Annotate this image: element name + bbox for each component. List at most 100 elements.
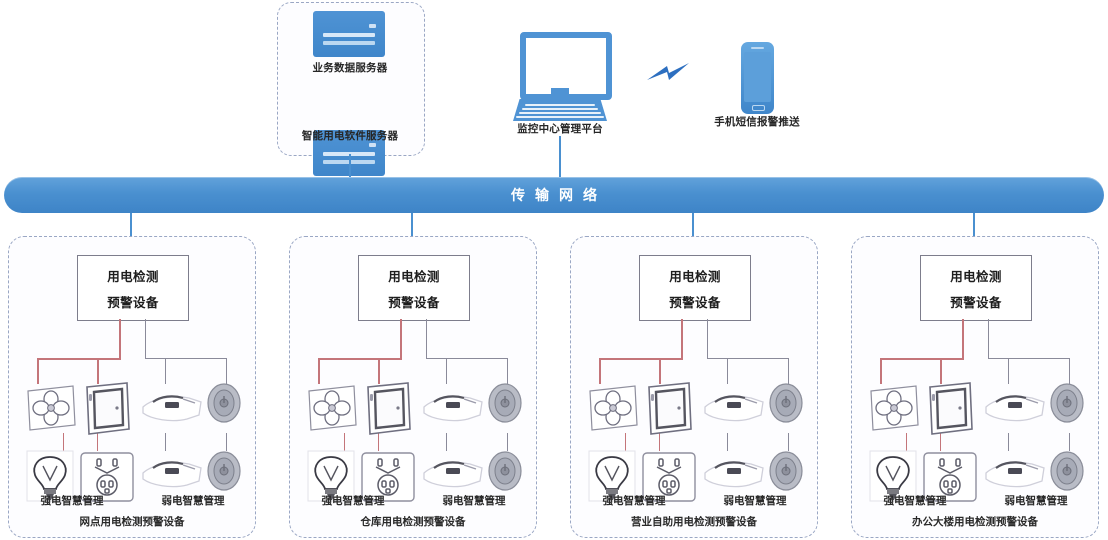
device-box-line-2: 预警设备 bbox=[950, 294, 1002, 310]
device-box-line-2: 预警设备 bbox=[388, 294, 440, 310]
fan-icon bbox=[304, 383, 360, 435]
camera-icon bbox=[982, 455, 1048, 495]
strong-electric-rail bbox=[318, 358, 402, 360]
sensor-icon bbox=[767, 381, 805, 425]
strong-electric-row-link-1 bbox=[906, 433, 908, 451]
sms-alarm-push-label: 手机短信报警推送 bbox=[714, 116, 800, 128]
strong-electric-branch-2 bbox=[659, 358, 661, 384]
sensor-icon bbox=[1048, 449, 1086, 493]
weak-electric-rail bbox=[707, 358, 789, 360]
strong-electric-row-link-2 bbox=[940, 433, 942, 451]
fan-icon bbox=[866, 383, 922, 435]
door-panel-icon bbox=[643, 381, 695, 437]
server-icon bbox=[313, 11, 385, 57]
weak-electric-row-link-2 bbox=[507, 433, 509, 451]
site-name-label: 营业自助用电检测预警设备 bbox=[631, 516, 757, 528]
sensor-icon bbox=[486, 449, 524, 493]
power-detection-device-box: 用电检测预警设备 bbox=[639, 255, 751, 321]
site-name-label: 仓库用电检测预警设备 bbox=[360, 516, 466, 528]
weak-electric-branch-2 bbox=[1069, 358, 1071, 384]
strong-electric-rail bbox=[599, 358, 683, 360]
weak-electric-branch-2 bbox=[788, 358, 790, 384]
device-box-line-1: 用电检测 bbox=[107, 268, 159, 284]
weak-electric-category-label: 弱电智慧管理 bbox=[161, 495, 225, 507]
weak-electric-trunk bbox=[145, 319, 147, 359]
keyboard-icon bbox=[513, 99, 607, 121]
site-panel: 用电检测预警设备 bbox=[289, 236, 537, 538]
smart-power-software-server-label: 智能用电软件服务器 bbox=[301, 130, 399, 142]
sensor-icon bbox=[486, 381, 524, 425]
weak-electric-trunk bbox=[707, 319, 709, 359]
monitor-to-network-link bbox=[559, 136, 561, 178]
bulb-icon bbox=[587, 449, 637, 503]
socket-icon bbox=[922, 451, 978, 503]
weak-electric-row-link-2 bbox=[226, 433, 228, 451]
device-box-line-2: 预警设备 bbox=[669, 294, 721, 310]
site-panel: 用电检测预警设备 bbox=[570, 236, 818, 538]
weak-electric-trunk bbox=[426, 319, 428, 359]
socket-icon bbox=[79, 451, 135, 503]
strong-electric-row-link-2 bbox=[378, 433, 380, 451]
strong-electric-branch-1 bbox=[880, 358, 882, 384]
strong-electric-trunk bbox=[400, 319, 402, 359]
door-panel-icon bbox=[81, 381, 133, 437]
door-panel-icon bbox=[362, 381, 414, 437]
weak-electric-row-link-1 bbox=[727, 433, 729, 451]
fan-icon bbox=[23, 383, 79, 435]
bulb-icon bbox=[306, 449, 356, 503]
device-box-line-1: 用电检测 bbox=[388, 268, 440, 284]
weak-electric-branch-1 bbox=[1008, 358, 1010, 384]
fan-icon bbox=[585, 383, 641, 435]
socket-icon bbox=[360, 451, 416, 503]
camera-icon bbox=[701, 455, 767, 495]
strong-electric-row-link-1 bbox=[625, 433, 627, 451]
strong-electric-row-link-2 bbox=[97, 433, 99, 451]
site-panel: 用电检测预警设备 bbox=[851, 236, 1099, 538]
strong-electric-branch-1 bbox=[318, 358, 320, 384]
network-to-site-3-link bbox=[692, 213, 694, 255]
strong-electric-branch-2 bbox=[940, 358, 942, 384]
weak-electric-rail bbox=[988, 358, 1070, 360]
bulb-icon bbox=[25, 449, 75, 503]
mobile-phone-icon bbox=[741, 42, 774, 114]
weak-electric-row-link-1 bbox=[1008, 433, 1010, 451]
sensor-icon bbox=[205, 449, 243, 493]
weak-electric-branch-1 bbox=[446, 358, 448, 384]
network-to-site-2-link bbox=[411, 213, 413, 255]
monitoring-center-label: 监控中心管理平台 bbox=[517, 123, 603, 135]
server-to-network-link bbox=[349, 154, 351, 178]
camera-icon bbox=[139, 455, 205, 495]
weak-electric-branch-2 bbox=[507, 358, 509, 384]
strong-electric-branch-2 bbox=[378, 358, 380, 384]
network-to-site-1-link bbox=[130, 213, 132, 255]
power-detection-device-box: 用电检测预警设备 bbox=[920, 255, 1032, 321]
weak-electric-row-link-1 bbox=[165, 433, 167, 451]
weak-electric-branch-1 bbox=[727, 358, 729, 384]
strong-electric-branch-1 bbox=[599, 358, 601, 384]
power-detection-device-box: 用电检测预警设备 bbox=[77, 255, 189, 321]
strong-electric-category-label: 强电智慧管理 bbox=[40, 495, 104, 507]
monitor-stand-neck bbox=[551, 88, 569, 99]
business-data-server-label: 业务数据服务器 bbox=[312, 62, 388, 74]
strong-electric-rail bbox=[37, 358, 121, 360]
sensor-icon bbox=[767, 449, 805, 493]
strong-electric-category-label: 强电智慧管理 bbox=[321, 495, 385, 507]
device-box-line-1: 用电检测 bbox=[669, 268, 721, 284]
site-name-label: 办公大楼用电检测预警设备 bbox=[912, 516, 1038, 528]
weak-electric-trunk bbox=[988, 319, 990, 359]
network-to-site-4-link bbox=[973, 213, 975, 255]
strong-electric-trunk bbox=[962, 319, 964, 359]
weak-electric-category-label: 弱电智慧管理 bbox=[1004, 495, 1068, 507]
door-panel-icon bbox=[924, 381, 976, 437]
strong-electric-row-link-1 bbox=[344, 433, 346, 451]
strong-electric-branch-1 bbox=[37, 358, 39, 384]
sensor-icon bbox=[1048, 381, 1086, 425]
strong-electric-rail bbox=[880, 358, 964, 360]
weak-electric-category-label: 弱电智慧管理 bbox=[723, 495, 787, 507]
transmission-network-bar: 传输网络 bbox=[4, 177, 1104, 213]
strong-electric-branch-2 bbox=[97, 358, 99, 384]
power-detection-device-box: 用电检测预警设备 bbox=[358, 255, 470, 321]
weak-electric-rail bbox=[145, 358, 227, 360]
strong-electric-trunk bbox=[681, 319, 683, 359]
device-box-line-1: 用电检测 bbox=[950, 268, 1002, 284]
